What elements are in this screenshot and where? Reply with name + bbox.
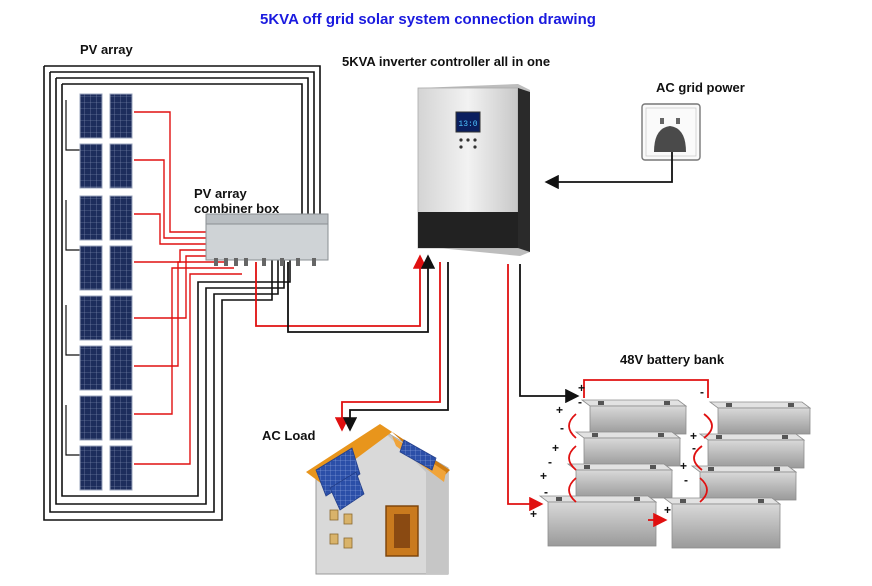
combiner-label-line1: PV array — [194, 186, 247, 201]
negative-terminal-mark: - — [692, 441, 696, 455]
ac-grid-label: AC grid power — [656, 80, 745, 95]
pv-panel-group — [79, 93, 133, 491]
positive-terminal-mark: + — [530, 507, 537, 521]
battery — [574, 431, 682, 467]
pv-panel — [79, 195, 103, 241]
inverter-unit — [417, 84, 530, 256]
inverter-label: 5KVA inverter controller all in one — [342, 54, 551, 69]
battery-series-links — [568, 379, 713, 528]
pv-panel — [109, 295, 133, 341]
pv-panel — [109, 143, 133, 189]
positive-terminal-mark: + — [690, 429, 697, 443]
pv-array-label: PV array — [80, 42, 133, 57]
battery — [566, 463, 674, 499]
pv-positive-wires — [134, 111, 242, 465]
battery — [538, 495, 658, 547]
inverter-to-battery-wires — [507, 264, 580, 512]
positive-terminal-mark: + — [578, 381, 585, 395]
positive-terminal-mark: + — [540, 469, 547, 483]
battery-group — [538, 399, 812, 549]
negative-terminal-mark: - — [700, 385, 704, 399]
positive-terminal-mark: + — [556, 403, 563, 417]
battery-bank-label: 48V battery bank — [620, 352, 725, 367]
positive-terminal-mark: + — [680, 459, 687, 473]
pv-panel — [79, 295, 103, 341]
combiner-to-inverter-wires — [255, 254, 436, 333]
battery — [708, 401, 812, 435]
grid-to-inverter-wire — [544, 152, 673, 190]
combiner-label-line2: combiner box — [194, 201, 280, 216]
battery-polarity-marks: +-+-+-+-+-+-++- — [530, 381, 704, 521]
battery — [580, 399, 688, 435]
pv-panel — [79, 143, 103, 189]
panel-series-links — [65, 100, 80, 456]
ac-load-label: AC Load — [262, 428, 316, 443]
pv-panel — [79, 395, 103, 441]
negative-terminal-mark: - — [544, 485, 548, 499]
pv-panel — [79, 93, 103, 139]
pv-panel — [109, 245, 133, 291]
pv-panel — [109, 445, 133, 491]
negative-terminal-mark: - — [560, 421, 564, 435]
pv-panel — [79, 445, 103, 491]
pv-panel — [79, 245, 103, 291]
pv-panel — [109, 195, 133, 241]
positive-terminal-mark: + — [552, 441, 559, 455]
pv-panel — [79, 345, 103, 391]
inverter-display-readout: 13:0 — [458, 120, 477, 129]
pv-panel — [109, 395, 133, 441]
battery — [662, 497, 782, 549]
inverter-to-load-wires — [334, 262, 449, 432]
negative-terminal-mark: - — [548, 455, 552, 469]
pv-panel — [109, 93, 133, 139]
battery — [698, 433, 806, 469]
house-icon — [306, 424, 450, 575]
negative-terminal-mark: - — [578, 395, 582, 409]
positive-terminal-mark: + — [664, 503, 671, 517]
battery — [690, 465, 798, 501]
negative-terminal-mark: - — [684, 473, 688, 487]
combiner-box — [205, 213, 329, 266]
ac-grid-socket — [641, 103, 701, 161]
pv-negative-wires — [43, 65, 321, 521]
diagram-title: 5KVA off grid solar system connection dr… — [260, 11, 596, 28]
pv-panel — [109, 345, 133, 391]
